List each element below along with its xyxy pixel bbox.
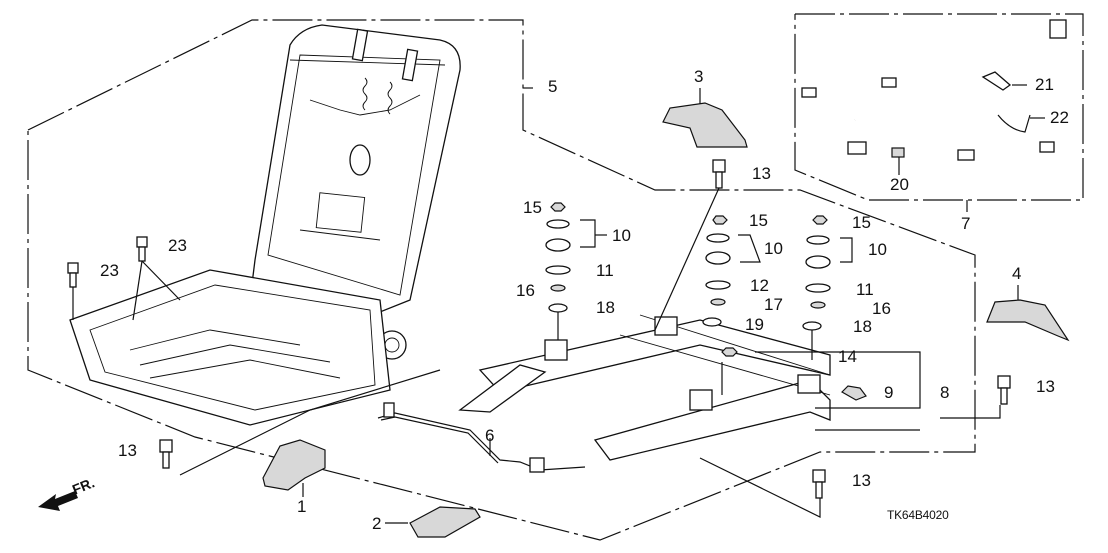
- seat-back-frame: [249, 24, 461, 360]
- bolt-13-right: [940, 375, 1011, 419]
- callout-13-top[interactable]: 13: [752, 164, 771, 183]
- callout-13-right[interactable]: 13: [1036, 377, 1055, 396]
- wire-harness: [801, 19, 1067, 175]
- slide-rail-assembly: [458, 314, 921, 461]
- callout-16-left[interactable]: 16: [516, 281, 535, 300]
- clip-9: [841, 385, 867, 401]
- callout-15-left[interactable]: 15: [523, 198, 542, 217]
- callout-21[interactable]: 21: [1035, 75, 1054, 94]
- callout-10-left[interactable]: 10: [612, 226, 631, 245]
- callout-6[interactable]: 6: [485, 426, 495, 445]
- fastener-stack-right: [802, 215, 853, 360]
- seat-frame-group-boundary: [27, 19, 976, 541]
- callout-23-a[interactable]: 23: [168, 236, 187, 255]
- slide-cable: [377, 402, 586, 473]
- callout-1[interactable]: 1: [297, 497, 307, 516]
- seat-cushion-frame: [69, 269, 391, 426]
- callout-22[interactable]: 22: [1050, 108, 1069, 127]
- callout-2[interactable]: 2: [372, 514, 382, 533]
- callout-10-right[interactable]: 10: [868, 240, 887, 259]
- bolt-13-left: [159, 369, 441, 476]
- callout-17[interactable]: 17: [764, 295, 783, 314]
- screw-23-b: [67, 262, 79, 320]
- callout-20[interactable]: 20: [890, 175, 909, 194]
- callout-7[interactable]: 7: [961, 214, 971, 233]
- callout-3[interactable]: 3: [694, 67, 704, 86]
- callout-4[interactable]: 4: [1012, 264, 1022, 283]
- callout-14[interactable]: 14: [838, 347, 857, 366]
- screw-23-a: [132, 236, 181, 321]
- fastener-stack-left: [545, 202, 607, 340]
- part-3-foot-cover: [662, 88, 748, 148]
- callout-19[interactable]: 19: [745, 315, 764, 334]
- nut-14: [721, 347, 738, 357]
- callout-11-right[interactable]: 11: [856, 280, 874, 299]
- callout-15-right[interactable]: 15: [852, 213, 871, 232]
- part-1-foot-cover: [262, 439, 326, 497]
- callout-13-bottom-right[interactable]: 13: [852, 471, 871, 490]
- callout-15-middle[interactable]: 15: [749, 211, 768, 230]
- part-4-foot-cover: [986, 285, 1070, 342]
- front-direction-arrow: [38, 491, 78, 511]
- callout-12[interactable]: 12: [750, 276, 769, 295]
- part-2-foot-cover: [385, 506, 481, 538]
- diagram-code: TK64B4020: [887, 508, 949, 522]
- callout-5[interactable]: 5: [548, 77, 558, 96]
- callout-16-right[interactable]: 16: [872, 299, 891, 318]
- callout-10-middle[interactable]: 10: [764, 239, 783, 258]
- bolt-13-bottom-right: [699, 457, 826, 518]
- callout-11-left[interactable]: 11: [596, 261, 614, 280]
- callout-18-right[interactable]: 18: [853, 317, 872, 336]
- callout-8[interactable]: 8: [940, 383, 950, 402]
- callout-23-b[interactable]: 23: [100, 261, 119, 280]
- bolt-13-top: [654, 159, 726, 331]
- callout-13-left[interactable]: 13: [118, 441, 137, 460]
- wire-harness-box: [794, 13, 1084, 212]
- fastener-stack-middle: [702, 215, 761, 327]
- callout-18-left[interactable]: 18: [596, 298, 615, 317]
- callout-9[interactable]: 9: [884, 383, 894, 402]
